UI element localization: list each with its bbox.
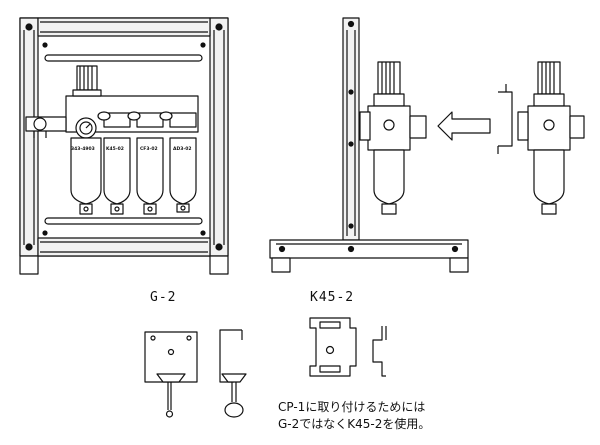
front-view-frame	[19, 17, 229, 275]
module-label-3: CF3-02	[140, 147, 158, 152]
detached-unit	[497, 61, 585, 215]
g2-bracket-front	[144, 331, 198, 418]
k45-bracket-front	[309, 317, 357, 377]
module-label-2: K45-02	[106, 147, 124, 152]
mounting-note-line-2: G-2ではなくK45-2を使用。	[278, 417, 431, 431]
mounting-note: CP-1に取り付けるためには G-2ではなくK45-2を使用。	[278, 399, 430, 433]
insert-arrow	[437, 111, 491, 141]
mounting-note-line-1: CP-1に取り付けるためには	[278, 400, 426, 414]
module-label-4: AD3-02	[173, 147, 192, 152]
module-label-1: 343-4903	[71, 147, 95, 152]
g2-label: G-2	[150, 290, 177, 305]
g2-bracket-side	[219, 329, 247, 418]
frl-modules-front	[25, 65, 199, 215]
k45-label: K45-2	[310, 290, 355, 305]
k45-bracket-side	[372, 326, 387, 377]
side-view-stand	[269, 17, 469, 273]
side-mounted-unit	[359, 61, 427, 215]
